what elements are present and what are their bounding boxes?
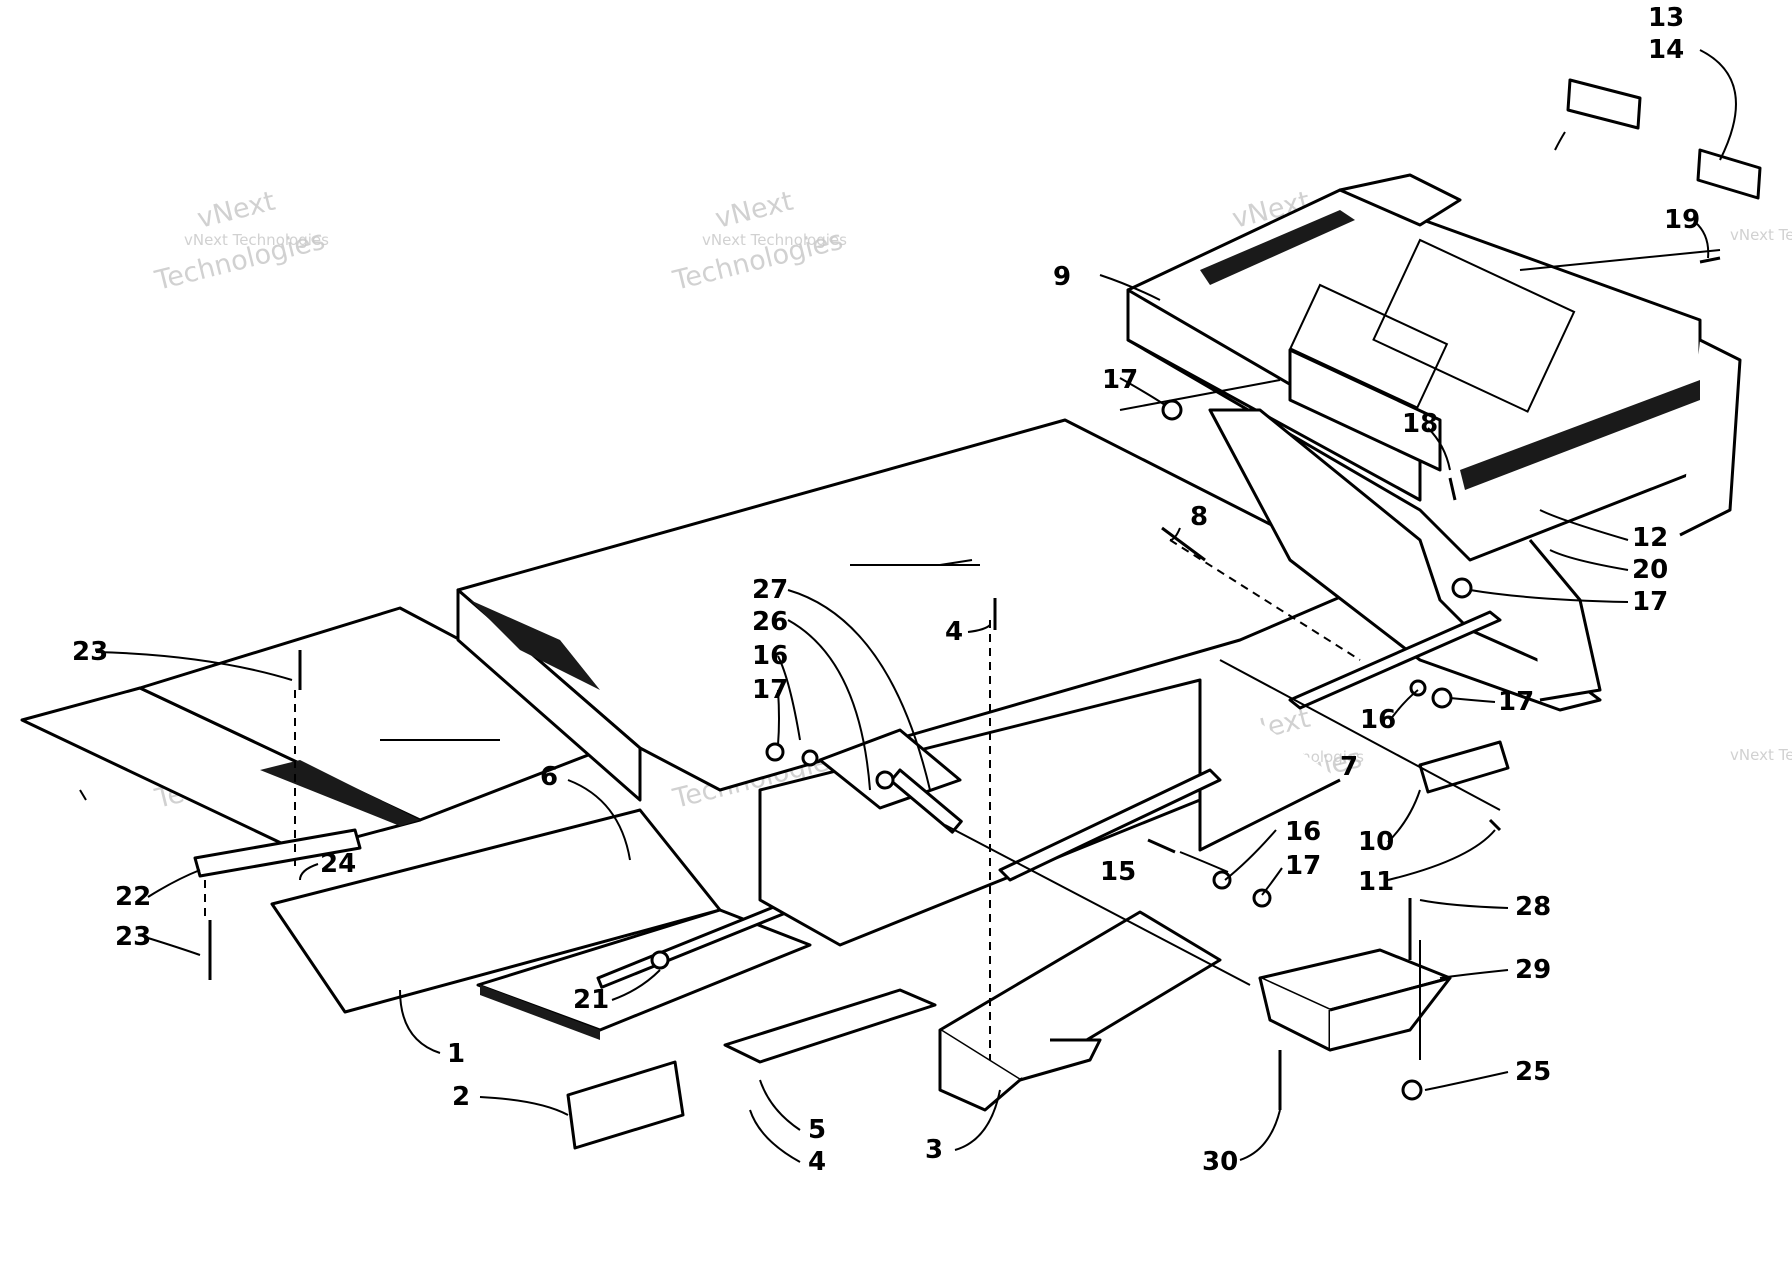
callout-5: 5 <box>808 1115 826 1145</box>
screw-19 <box>1699 256 1721 264</box>
screw-18 <box>1448 477 1457 501</box>
callout-23-lower: 23 <box>115 922 151 952</box>
reflector-13 <box>1566 78 1642 130</box>
callout-3: 3 <box>925 1135 943 1165</box>
callout-labels: 23 22 23 24 6 21 1 2 5 4 3 27 26 16 17 4… <box>72 3 1700 1177</box>
callout-16-mid: 16 <box>1360 705 1396 735</box>
callout-7: 7 <box>1340 752 1358 782</box>
callout-18: 18 <box>1402 409 1438 439</box>
washer-16-mid <box>1409 679 1427 697</box>
pad-5 <box>723 988 937 1064</box>
nut-25 <box>1401 1079 1423 1101</box>
reflector-14 <box>1696 148 1762 200</box>
callout-19: 19 <box>1664 205 1700 235</box>
watermark-7: vNext Technologies vNext Technologies <box>1730 226 1792 764</box>
svg-text:vNext: vNext <box>712 186 796 235</box>
callout-17-left: 17 <box>752 675 788 705</box>
callout-26: 26 <box>752 607 788 637</box>
bolt-8 <box>1161 526 1206 562</box>
plate-10 <box>1418 740 1510 794</box>
callout-13: 13 <box>1648 3 1684 33</box>
callout-11: 11 <box>1358 867 1394 897</box>
watermark-2: vNext vNext Technologies Technologies <box>669 186 847 297</box>
callout-21: 21 <box>573 985 609 1015</box>
cover-plate-2 <box>566 1060 685 1150</box>
assembly-lines <box>204 249 1721 1060</box>
bolt-15 <box>1147 838 1176 854</box>
callout-9: 9 <box>1053 262 1071 292</box>
watermark-1: vNext vNext Technologies Technologies <box>151 186 329 297</box>
nut-17-right <box>1451 577 1473 599</box>
callout-10: 10 <box>1358 827 1394 857</box>
callout-25: 25 <box>1515 1057 1551 1087</box>
callout-14: 14 <box>1648 35 1684 65</box>
rear-bumper-frame <box>1126 173 1742 562</box>
rear-tunnel-extension <box>20 606 642 854</box>
callout-23-upper: 23 <box>72 637 108 667</box>
callout-1: 1 <box>447 1039 465 1069</box>
callout-29: 29 <box>1515 955 1551 985</box>
washer-16-lower <box>1212 870 1232 890</box>
callout-15: 15 <box>1100 857 1136 887</box>
callout-17-mid: 17 <box>1498 687 1534 717</box>
mounting-bracket-3 <box>938 910 1222 1112</box>
callout-6: 6 <box>540 762 558 792</box>
callout-17-upper: 17 <box>1102 365 1138 395</box>
tunnel-deck <box>380 418 1382 802</box>
callout-17-lower: 17 <box>1285 851 1321 881</box>
callout-16-left: 16 <box>752 641 788 671</box>
bolt-11 <box>1488 818 1502 832</box>
callout-16-lower: 16 <box>1285 817 1321 847</box>
svg-text:vNext Technologies: vNext Technologies <box>1730 226 1792 244</box>
nut-17-lower <box>1252 888 1272 908</box>
callout-28: 28 <box>1515 892 1551 922</box>
callout-17-right: 17 <box>1632 587 1668 617</box>
washer-16-left <box>801 749 819 767</box>
footrest-bracket-29 <box>1258 948 1452 1052</box>
svg-text:vNext Technologies: vNext Technologies <box>1730 746 1792 764</box>
plug-21 <box>650 950 670 970</box>
hardware <box>208 256 1721 1110</box>
axle-rod <box>998 610 1502 882</box>
callout-24: 24 <box>320 849 356 879</box>
svg-text:vNext Technologies: vNext Technologies <box>702 231 847 249</box>
callout-30: 30 <box>1202 1147 1238 1177</box>
idler-bracket <box>818 728 963 834</box>
callout-4-lower: 4 <box>808 1147 826 1177</box>
leader-lines <box>95 49 1737 1163</box>
callout-8: 8 <box>1190 502 1208 532</box>
nut-17-left <box>765 742 785 762</box>
nut-17-mid <box>1431 687 1453 709</box>
callout-2: 2 <box>452 1082 470 1112</box>
running-board <box>270 808 812 1040</box>
rear-support-bracket <box>1208 408 1602 712</box>
callout-22: 22 <box>115 882 151 912</box>
nut-17-upper <box>1161 399 1183 421</box>
callout-20: 20 <box>1632 555 1668 585</box>
callout-27: 27 <box>752 575 788 605</box>
callout-12: 12 <box>1632 523 1668 553</box>
svg-text:vNext Technologies: vNext Technologies <box>184 231 329 249</box>
svg-text:vNext: vNext <box>194 186 278 235</box>
callout-4-upper: 4 <box>945 617 963 647</box>
